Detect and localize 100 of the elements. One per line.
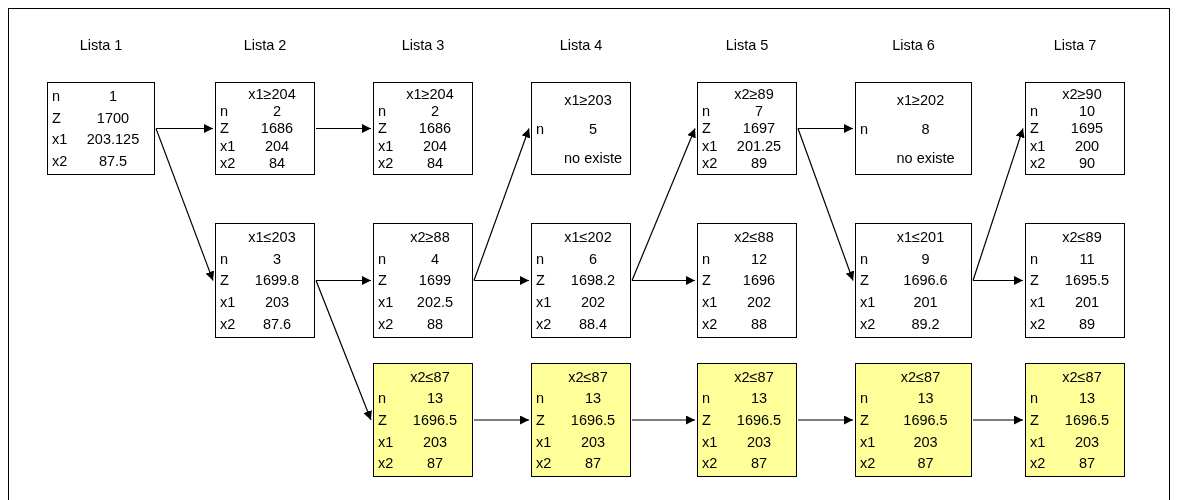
variable-name: x2 (1030, 455, 1047, 472)
variable-value: 88 (749, 316, 769, 333)
variable-value: 204 (421, 137, 449, 154)
variable-name: Z (1030, 412, 1040, 428)
variable-value: 13 (916, 390, 935, 407)
variable-name: x1 (220, 137, 237, 154)
status-text: no existe (562, 149, 623, 166)
variable-name: n (220, 103, 230, 120)
variable-name: x1 (702, 433, 719, 450)
variable-name: n (860, 120, 870, 137)
variable-name: x2 (220, 155, 237, 172)
variable-value: 1696.5 (411, 412, 459, 428)
variable-value: 1696.5 (902, 412, 949, 428)
column-heading: Lista 2 (243, 37, 287, 53)
variable-value: 201 (912, 294, 939, 311)
constraint-label: x2≤87 (409, 368, 451, 385)
variable-name: n (378, 250, 388, 267)
variable-value: 1697 (741, 120, 777, 137)
column-heading: Lista 7 (1053, 37, 1097, 53)
variable-value: 88 (425, 316, 445, 333)
variable-name: x2 (1030, 316, 1047, 333)
arrow (631, 127, 696, 282)
constraint-label: x2≤88 (733, 228, 775, 245)
arrow (315, 279, 372, 421)
variable-value: 4 (429, 250, 441, 267)
constraint-label: x1≤201 (895, 228, 946, 245)
node-box (531, 82, 631, 175)
variable-value: 87 (749, 455, 769, 472)
constraint-label: x1≥202 (895, 91, 946, 108)
node-box (215, 223, 315, 338)
variable-name: n (536, 390, 546, 407)
variable-value: 13 (749, 390, 769, 407)
variable-name: Z (860, 272, 870, 289)
variable-name: n (1030, 390, 1040, 407)
variable-value: 2 (271, 103, 283, 120)
constraint-label: x1≤203 (247, 228, 297, 245)
arrow (631, 276, 696, 285)
arrow (797, 124, 854, 133)
variable-name: x1 (378, 137, 395, 154)
variable-name: x2 (378, 455, 395, 472)
constraint-label: x1≥204 (405, 85, 455, 102)
variable-name: Z (378, 412, 388, 428)
variable-value: 13 (583, 390, 603, 407)
variable-value: 8 (920, 120, 931, 137)
variable-value: 203 (263, 294, 291, 311)
variable-name: x1 (702, 294, 719, 311)
variable-value: 87.6 (261, 316, 293, 333)
variable-value: 202.5 (415, 294, 455, 311)
node-box (215, 82, 315, 175)
column-heading: Lista 6 (892, 37, 935, 53)
constraint-label: x2≤87 (1061, 368, 1103, 385)
variable-value: 203 (1073, 433, 1101, 450)
node-box (855, 223, 972, 338)
variable-name: Z (702, 272, 712, 289)
constraint-label: x2≥88 (409, 228, 451, 245)
constraint-label: x1≥204 (247, 85, 297, 102)
variable-value: 1695.5 (1063, 272, 1111, 289)
column-heading: Lista 5 (725, 37, 769, 53)
column-heading: Lista 3 (401, 37, 445, 53)
variable-name: n (860, 390, 870, 407)
variable-value: 203 (745, 433, 773, 450)
variable-value: 1 (107, 87, 119, 104)
variable-value: 89 (1077, 316, 1097, 333)
node-box (1025, 223, 1125, 338)
variable-name: Z (220, 272, 230, 289)
variable-name: Z (702, 120, 712, 137)
highlighted-node-box (697, 363, 797, 477)
variable-name: x1 (1030, 137, 1047, 154)
constraint-label: x2≤87 (733, 368, 775, 385)
variable-name: x2 (536, 455, 553, 472)
variable-name: Z (536, 272, 546, 289)
arrow (473, 415, 530, 425)
variable-name: x2 (702, 316, 719, 333)
arrow (797, 415, 854, 425)
variable-value: 1686 (417, 120, 453, 137)
arrow (972, 415, 1024, 425)
variable-value: 1698.2 (569, 272, 617, 289)
variable-value: 87.5 (97, 153, 129, 170)
variable-value: 1700 (95, 109, 131, 126)
variable-name: x2 (378, 155, 395, 172)
variable-value: 87 (425, 455, 445, 472)
variable-name: x2 (1030, 155, 1047, 172)
variable-name: x2 (702, 155, 719, 172)
variable-name: x1 (536, 294, 553, 311)
variable-value: 87 (1077, 455, 1097, 472)
arrow (972, 276, 1024, 285)
arrow (315, 124, 372, 133)
variable-value: 89 (749, 155, 769, 172)
variable-name: x1 (52, 131, 69, 148)
variable-value: 7 (753, 103, 765, 120)
constraint-label: x2≥89 (733, 85, 775, 102)
arrow (315, 276, 372, 285)
variable-name: x2 (536, 316, 553, 333)
arrow (473, 276, 530, 285)
variable-value: 1696 (741, 272, 777, 289)
arrow (155, 127, 215, 282)
variable-name: Z (378, 272, 388, 289)
node-box (373, 82, 473, 175)
variable-value: 203 (579, 433, 607, 450)
variable-name: n (1030, 250, 1040, 267)
